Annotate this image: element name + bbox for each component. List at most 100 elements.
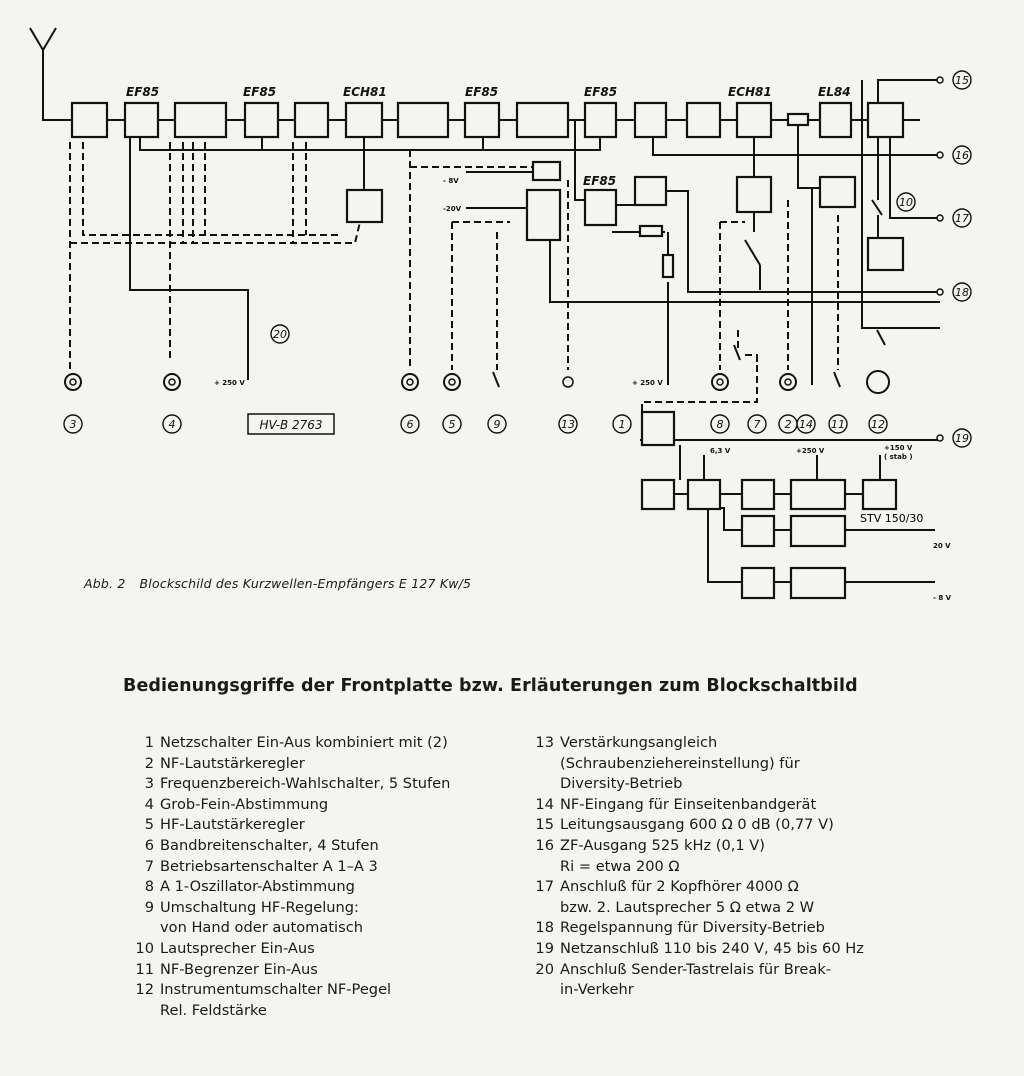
control-number: 2 <box>785 418 792 431</box>
voltage-label: - 8 V <box>933 594 952 602</box>
control-number-circle <box>63 414 83 434</box>
circuit-block <box>789 514 847 548</box>
circuit-block <box>735 101 773 139</box>
control-number-circle <box>828 414 848 434</box>
circuit-block <box>293 101 330 139</box>
knob-icon <box>711 373 729 391</box>
resistor <box>661 253 675 279</box>
legend-item-number: 3 <box>144 775 154 793</box>
legend-item-number <box>520 754 560 775</box>
terminal-number-circle <box>952 282 972 302</box>
legend-item-text: von Hand oder automatisch <box>160 919 363 937</box>
circuit-block <box>463 101 501 139</box>
tube-label: EF85 <box>243 85 276 99</box>
control-number-circle <box>612 414 632 434</box>
circuit-block <box>866 236 905 272</box>
legend-item-text: Ri = etwa 200 Ω <box>560 857 680 875</box>
circuit-block <box>70 101 109 139</box>
legend-item-text: Regelspannung für Diversity-Betrieb <box>560 919 825 937</box>
control-number-circle <box>796 414 816 434</box>
legend-item-text: A 1-Oszillator-Abstimmung <box>160 878 355 896</box>
terminal-number-circle <box>952 428 972 448</box>
control-number-circle <box>747 414 767 434</box>
circuit-block <box>789 478 847 511</box>
callout-number: 10 <box>899 196 913 209</box>
circuit-block <box>173 101 228 139</box>
knob-icon <box>779 373 797 391</box>
circuit-block <box>789 566 847 600</box>
meter-icon <box>866 370 890 394</box>
legend-item-number <box>520 857 560 878</box>
voltage-label: 6,3 V <box>710 447 731 455</box>
control-number: 8 <box>717 418 724 431</box>
legend-item-number: 10 <box>135 939 154 957</box>
control-number: 12 <box>871 418 885 431</box>
toggle-switch-icon <box>833 371 841 388</box>
control-number-circle <box>487 414 507 434</box>
figure-caption-text: Blockschild des Kurzwellen-Empfängers E … <box>139 576 472 591</box>
legend-item-text: Anschluß für 2 Kopfhörer 4000 Ω <box>560 878 799 896</box>
circuit-block <box>818 175 857 209</box>
circuit-block <box>818 101 853 139</box>
tube-labels: EF85 EF85 ECH81 EF85 EF85 EF85 ECH81 EL8… <box>126 85 851 188</box>
control-number: 13 <box>561 418 575 431</box>
knob-icon <box>163 373 181 391</box>
control-number: 7 <box>754 418 761 431</box>
legend-item-text: Diversity-Betrieb <box>560 775 683 793</box>
legend-item-number: 12 <box>135 981 154 999</box>
knob-icon <box>443 373 461 391</box>
circuit-block <box>525 188 562 242</box>
legend-item-text: Verstärkungsangleich <box>560 734 718 751</box>
voltage-label: 20 V <box>933 542 951 550</box>
circuit-block <box>735 175 773 214</box>
circuit-block <box>531 160 562 182</box>
antenna-icon <box>29 27 72 121</box>
circuit-block <box>740 566 776 600</box>
legend-item-text: bzw. 2. Lautsprecher 5 Ω etwa 2 W <box>560 898 815 916</box>
terminal-jack <box>936 434 944 442</box>
legend-item: (Schraubenziehereinstellung) für <box>520 754 864 775</box>
tube-label: EF85 <box>465 85 498 99</box>
terminal-number-circle <box>952 145 972 165</box>
figure-number: Abb. 2 <box>84 576 126 591</box>
legend-item: von Hand oder automatisch <box>120 918 450 939</box>
control-number: 11 <box>831 418 845 431</box>
terminal-number-circle <box>952 208 972 228</box>
resistor <box>638 224 664 238</box>
legend-item: 1 Netzschalter Ein-Aus kombiniert mit (2) <box>120 733 450 754</box>
legend-item-text: NF-Lautstärkeregler <box>160 754 305 772</box>
knob-icon <box>401 373 419 391</box>
tube-label: EL84 <box>818 85 851 99</box>
legend-item-text: Betriebsartenschalter A 1–A 3 <box>160 857 378 875</box>
terminal-jack <box>936 151 944 159</box>
control-number: 5 <box>449 418 456 431</box>
control-number: 1 <box>619 418 626 431</box>
legend-item-text: Anschluß Sender-Tastrelais für Break- <box>560 960 832 978</box>
control-number-circle <box>162 414 182 434</box>
legend-item-number: 1 <box>144 734 154 751</box>
control-number-circle <box>400 414 420 434</box>
tube-label: ECH81 <box>728 85 772 99</box>
legend-item: Ri = etwa 200 Ω <box>520 857 864 878</box>
legend-item-number: 15 <box>535 816 554 834</box>
legend-item-text: HF-Lautstärkeregler <box>160 816 305 834</box>
circuit-block <box>740 514 776 548</box>
circuit-block <box>640 478 676 511</box>
circuit-block <box>685 101 722 139</box>
legend-item-text: Netzschalter Ein-Aus kombiniert mit (2) <box>160 734 448 751</box>
voltage-label: + 250 V <box>632 379 663 387</box>
circuit-block <box>583 101 618 139</box>
legend-item-number: 2 <box>144 754 154 772</box>
voltage-label: - 8V <box>443 177 459 185</box>
legend-item-number: 14 <box>535 795 554 813</box>
voltage-label: +150 V <box>884 444 913 452</box>
legend-left-column: 1 Netzschalter Ein-Aus kombiniert mit (2)… <box>120 733 450 1021</box>
